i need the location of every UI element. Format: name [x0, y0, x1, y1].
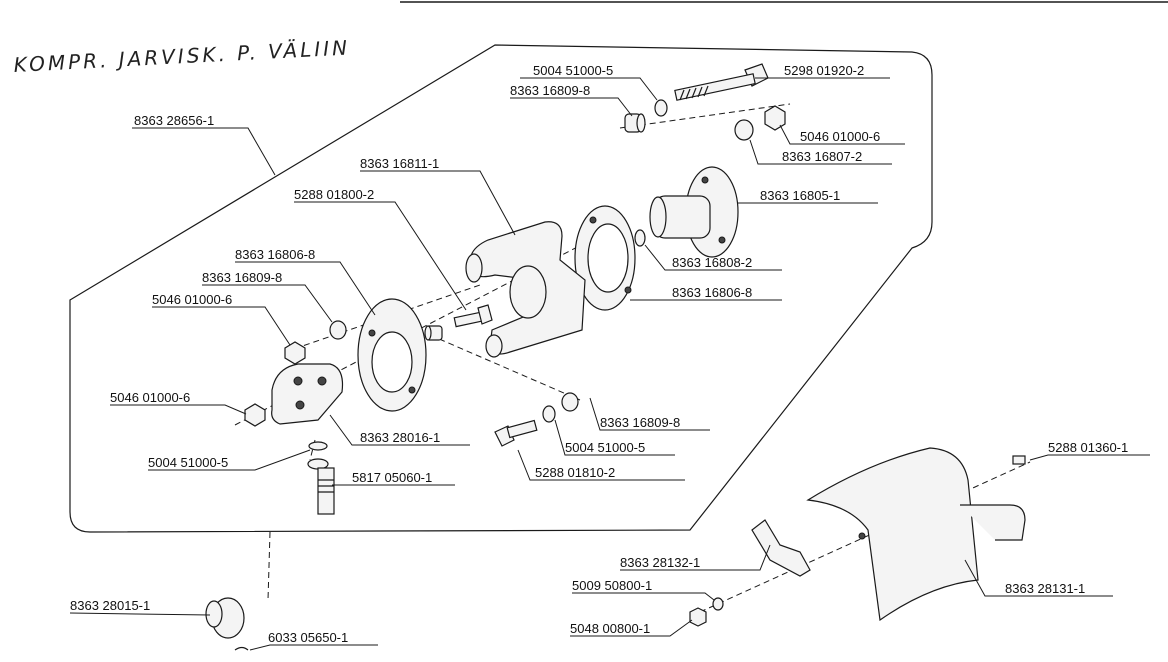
- castle-nut-shape: [205, 597, 245, 639]
- label-nut-left-lower: 5046 01000-6: [110, 390, 190, 405]
- washer-bottom-shape: [542, 405, 556, 423]
- label-nut-guard: 5048 00800-1: [570, 621, 650, 636]
- washer-left-shape: [308, 441, 328, 451]
- label-washer-bottom: 5004 51000-5: [565, 440, 645, 455]
- label-washer-left: 5004 51000-5: [148, 455, 228, 470]
- axis-top: [619, 103, 791, 129]
- label-washer-top: 5004 51000-5: [533, 63, 613, 78]
- label-screw-mid: 5288 01800-2: [294, 187, 374, 202]
- nut-left-upper-shape: [284, 341, 306, 365]
- label-washer-guard: 5009 50800-1: [572, 578, 652, 593]
- axis-castle: [267, 531, 271, 601]
- bushing-mid-shape: [424, 325, 443, 341]
- vertical-bolt-shape: [307, 458, 335, 515]
- spacer-right-shape: [734, 119, 754, 141]
- washer-right-shape: [634, 229, 646, 247]
- label-belt-guard: 8363 28131-1: [1005, 581, 1085, 596]
- label-spacer-right: 8363 16807-2: [782, 149, 862, 164]
- washer-top-shape: [654, 99, 668, 117]
- label-bushing-bottom: 8363 16809-8: [600, 415, 680, 430]
- guard-washer-shape: [712, 597, 724, 611]
- guard-nut-shape: [689, 607, 707, 627]
- label-clamp-block: 8363 28016-1: [360, 430, 440, 445]
- bushing-top-shape: [624, 113, 646, 133]
- handwritten-title: KOMPR. JARVISK. P. VÄLIIN: [13, 35, 351, 77]
- label-disc-left: 8363 16806-8: [235, 247, 315, 262]
- label-bolt-vertical: 5817 05060-1: [352, 470, 432, 485]
- group-frame-outline: [69, 44, 933, 533]
- bushing-bottom-shape: [561, 392, 579, 412]
- mid-screw-shape: [453, 304, 493, 328]
- label-screw-guard: 5288 01360-1: [1048, 440, 1128, 455]
- nut-top-right-shape: [764, 105, 786, 131]
- label-cotter-pin: 6033 05650-1: [268, 630, 348, 645]
- label-nut-left-upper: 5046 01000-6: [152, 292, 232, 307]
- disc-right-shape: [574, 205, 636, 311]
- clamp-block-shape: [271, 363, 344, 425]
- label-bolt-long: 5298 01920-2: [784, 63, 864, 78]
- disc-left-shape: [357, 298, 427, 412]
- short-bolt-shape: [494, 419, 538, 447]
- label-group-frame: 8363 28656-1: [134, 113, 214, 128]
- label-nut-castle: 8363 28015-1: [70, 598, 150, 613]
- guard-bracket-shape: [751, 519, 811, 577]
- label-bushing-left: 8363 16809-8: [202, 270, 282, 285]
- label-disc-right: 8363 16806-8: [672, 285, 752, 300]
- cotter-pin-shape: [234, 646, 249, 651]
- label-bushing-top: 8363 16809-8: [510, 83, 590, 98]
- label-hub-flange: 8363 16805-1: [760, 188, 840, 203]
- leader-lines: [69, 77, 1150, 651]
- label-guard-bracket: 8363 28132-1: [620, 555, 700, 570]
- belt-guard-shape: [806, 447, 1026, 622]
- label-bracket-main: 8363 16811-1: [360, 156, 439, 171]
- nut-left-lower-shape: [244, 403, 266, 427]
- axis-lower: [429, 334, 581, 401]
- bushing-left-shape: [329, 320, 347, 340]
- label-nut-top-right: 5046 01000-6: [800, 129, 880, 144]
- main-bracket-shape: [465, 221, 586, 358]
- label-washer-right: 8363 16808-2: [672, 255, 752, 270]
- hub-flange-shape: [649, 166, 739, 258]
- label-bolt-short: 5288 01810-2: [535, 465, 615, 480]
- long-bolt-shape: [674, 63, 769, 101]
- guard-screw-shape: [1012, 455, 1026, 465]
